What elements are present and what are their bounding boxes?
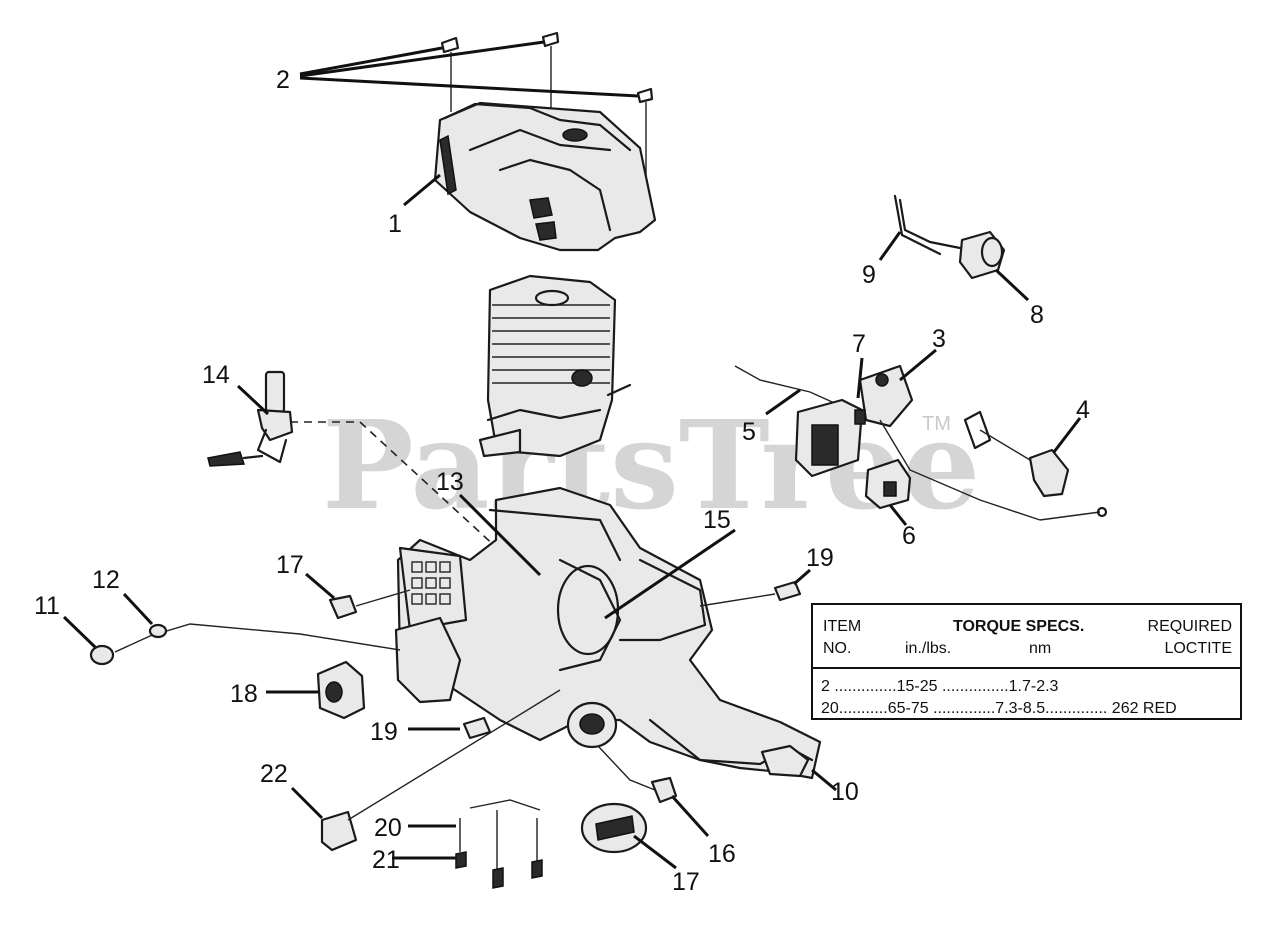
callout-1: 1 — [388, 210, 402, 238]
callout-3: 3 — [932, 325, 946, 353]
callout-12: 12 — [92, 566, 120, 594]
table-row: 20...........65-75 ..............7.3-8.5… — [821, 700, 1177, 717]
top-cover-part-1 — [433, 101, 657, 252]
clip-part-4 — [963, 410, 1108, 521]
callout-18: 18 — [230, 680, 258, 708]
callout-14: 14 — [202, 361, 230, 389]
header-in-lbs: in./lbs. — [905, 640, 952, 657]
nut-part-17-upper — [328, 594, 358, 620]
watermark-trademark: TM — [922, 413, 951, 435]
callout-2: 2 — [276, 66, 290, 94]
callout-16: 16 — [708, 840, 736, 868]
callout-17-upper: 17 — [276, 551, 304, 579]
header-torque-specs: TORQUE SPECS. — [953, 618, 1085, 635]
callout-5: 5 — [742, 418, 756, 446]
callout-13: 13 — [436, 468, 464, 496]
table-row: 2 ..............15-25 ...............1.7… — [821, 678, 1059, 695]
callout-6: 6 — [902, 522, 916, 550]
callout-20: 20 — [374, 814, 402, 842]
callout-8: 8 — [1030, 301, 1044, 329]
block-part-22 — [320, 689, 561, 852]
nut-17-line — [355, 589, 411, 607]
spark-plug-boot-parts-8-9 — [893, 194, 1006, 280]
clip-part-19-lower — [462, 716, 492, 740]
oil-pump-plate — [394, 546, 468, 704]
clip-19-right-line — [699, 593, 776, 607]
callout-10: 10 — [831, 778, 859, 806]
screws-parts-20-21 — [455, 799, 543, 889]
header-item: ITEM — [823, 618, 862, 635]
av-mount-part-18 — [316, 660, 366, 720]
callout-9: 9 — [862, 261, 876, 289]
fuel-cap-part-17 — [580, 802, 648, 854]
engine-cylinder — [478, 274, 632, 458]
torque-specs-table: ITEM NO. TORQUE SPECS. in./lbs. nm REQUI… — [811, 603, 1242, 720]
switch-part-6 — [864, 458, 912, 510]
callout-19-right: 19 — [806, 544, 834, 572]
callout-4: 4 — [1076, 396, 1090, 424]
oil-fitting-part-14 — [207, 370, 294, 467]
oil-line-part-12 — [114, 623, 401, 653]
header-nm: nm — [1029, 640, 1052, 657]
callout-19-lower: 19 — [370, 718, 398, 746]
fitting-part-12 — [148, 623, 168, 639]
ignition-module — [734, 364, 1041, 521]
clip-part-19-right — [773, 580, 802, 602]
leader-lines — [62, 40, 1082, 870]
header-no: NO. — [823, 640, 852, 657]
table-divider — [813, 667, 1240, 669]
oil-cap-part-16 — [566, 701, 678, 804]
callout-17-lower: 17 — [672, 868, 700, 896]
callout-15: 15 — [703, 506, 731, 534]
callout-11: 11 — [34, 592, 60, 620]
header-loctite: LOCTITE — [1164, 640, 1232, 657]
header-required: REQUIRED — [1147, 618, 1232, 635]
oil-line-dashed — [290, 421, 511, 561]
callout-7: 7 — [852, 330, 866, 358]
callout-21: 21 — [372, 846, 400, 874]
callout-22: 22 — [260, 760, 288, 788]
bumper-part-11 — [89, 644, 115, 666]
